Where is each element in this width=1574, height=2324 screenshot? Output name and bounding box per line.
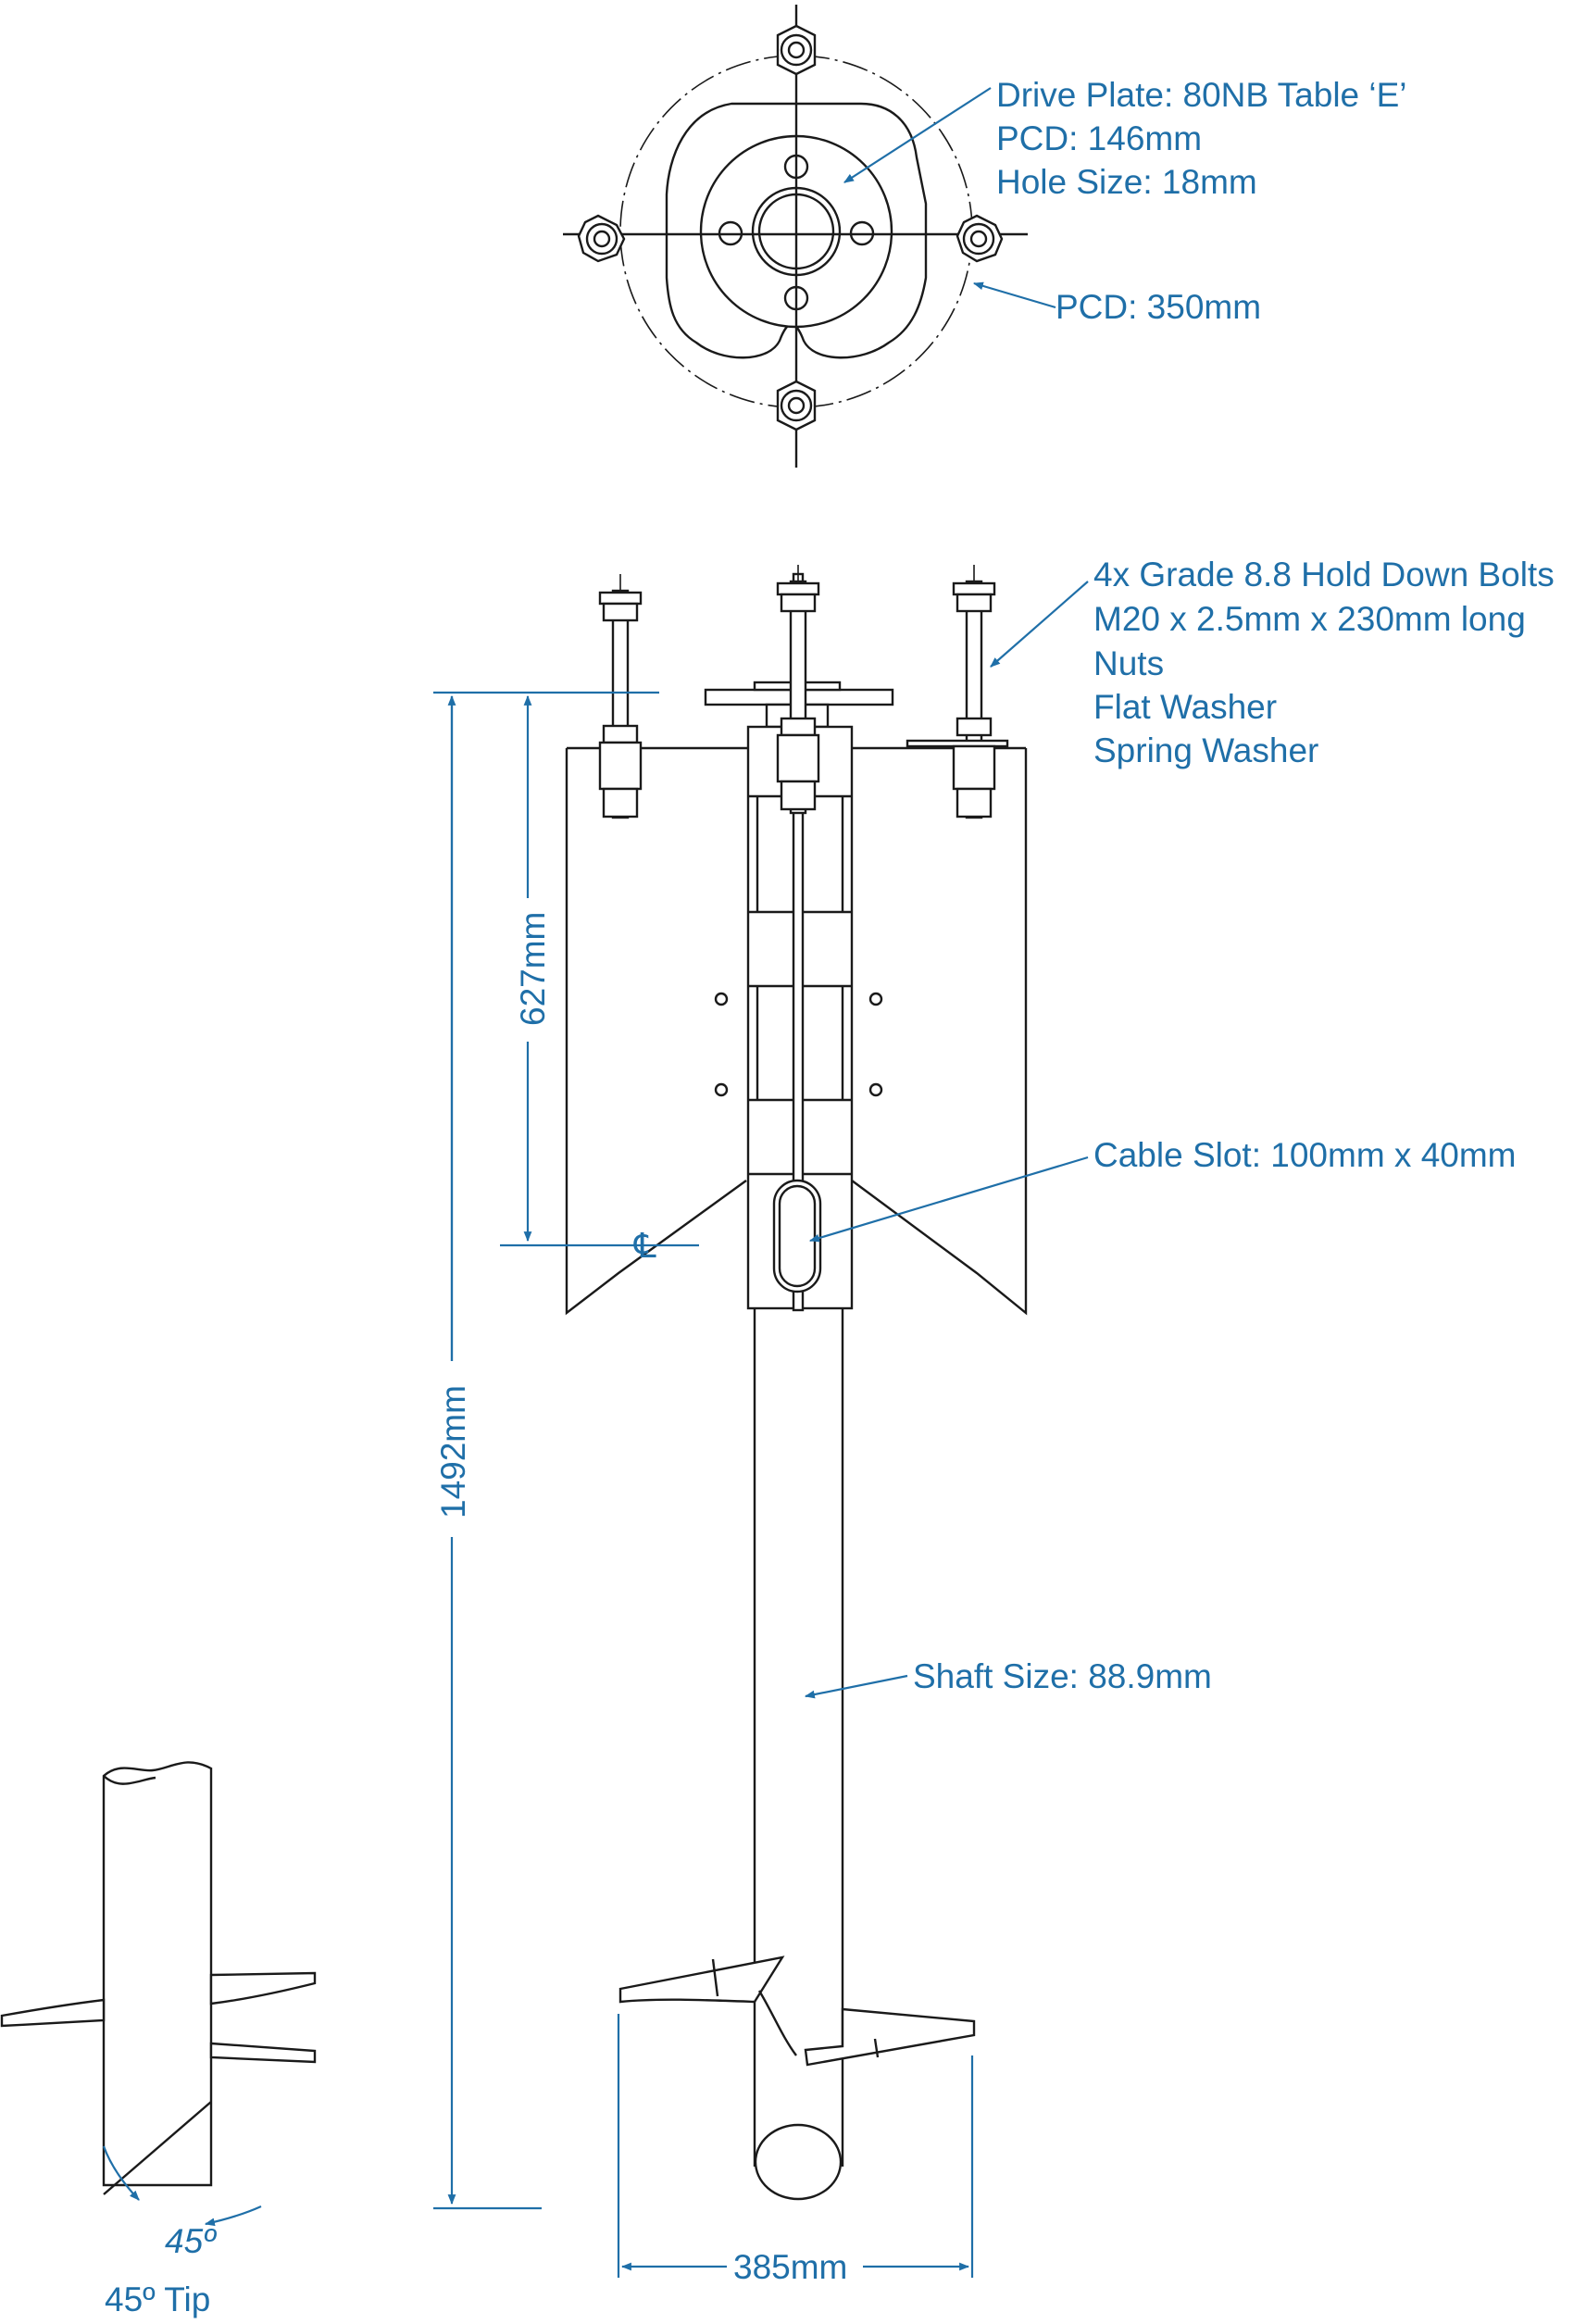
fin-left: [565, 748, 747, 1316]
helix-left-blade: [618, 1955, 785, 2004]
hold-down-bolt-centre: [776, 565, 820, 815]
dimension-centre-height: 627mm ℄: [500, 694, 699, 1265]
bolt-hole: [868, 992, 883, 1006]
dimension-overall-length: 1492mm: [433, 691, 659, 2210]
tip-helix-upper: [209, 1971, 317, 2005]
tip-shaft-outline: [102, 1761, 213, 2187]
tip-angle-label: 45º: [165, 2222, 217, 2260]
annotation-cable-slot: Cable Slot: 100mm x 40mm: [808, 1136, 1517, 1243]
tip-helix-lower: [209, 2042, 317, 2064]
bolt-nut-top: [776, 24, 817, 76]
bolt-nut-right: [956, 214, 1004, 263]
centreline-symbol: ℄: [633, 1227, 656, 1265]
shaft-size-label: Shaft Size: 88.9mm: [913, 1657, 1212, 1695]
bolt-hole: [868, 1082, 883, 1097]
tip-helix-left: [0, 1998, 106, 2028]
bolts-label-line5: Spring Washer: [1093, 731, 1318, 769]
bolt-nut-bottom: [776, 380, 817, 431]
plan-view: [563, 5, 1028, 468]
annotation-drive-plate: Drive Plate: 80NB Table ‘E’ PCD: 146mm H…: [843, 76, 1407, 201]
shaft-tip: [754, 2123, 843, 2201]
bolt-nut-left: [577, 214, 626, 263]
annotation-shaft-size: Shaft Size: 88.9mm: [804, 1657, 1212, 1699]
bolts-label-line2: M20 x 2.5mm x 230mm long: [1093, 600, 1526, 638]
pcd-350-label: PCD: 350mm: [1056, 288, 1261, 326]
hole-size-label: Hole Size: 18mm: [996, 163, 1257, 201]
hold-down-bolt-left: [598, 574, 643, 819]
tip-detail: 45º 45º Tip: [0, 1761, 317, 2318]
cable-slot-label: Cable Slot: 100mm x 40mm: [1093, 1136, 1517, 1174]
hold-down-bolt-right: [906, 565, 1009, 819]
overall-length-label: 1492mm: [434, 1385, 472, 1518]
fin-right: [851, 748, 1028, 1316]
bolts-label-line3: Nuts: [1093, 644, 1164, 682]
elevation-view: [565, 565, 1028, 2201]
bolts-label-line4: Flat Washer: [1093, 688, 1277, 726]
dimension-helix-width: 385mm: [617, 2014, 974, 2286]
cable-slot: [772, 1179, 822, 1293]
helix-width-label: 385mm: [733, 2248, 847, 2286]
tip-detail-title: 45º Tip: [105, 2280, 210, 2318]
bolt-hole: [714, 1082, 729, 1097]
annotation-hold-down-bolts: 4x Grade 8.8 Hold Down Bolts M20 x 2.5mm…: [990, 556, 1555, 769]
bolt-hole: [714, 992, 729, 1006]
centre-height-label: 627mm: [514, 912, 552, 1026]
tip-bevel: [103, 2101, 212, 2195]
drive-plate-label: Drive Plate: 80NB Table ‘E’: [996, 76, 1407, 114]
helix-right-blade: [804, 2007, 976, 2067]
pcd-146-label: PCD: 146mm: [996, 119, 1202, 157]
annotation-pcd-350: PCD: 350mm: [972, 281, 1261, 326]
bolts-label-line1: 4x Grade 8.8 Hold Down Bolts: [1093, 556, 1555, 593]
